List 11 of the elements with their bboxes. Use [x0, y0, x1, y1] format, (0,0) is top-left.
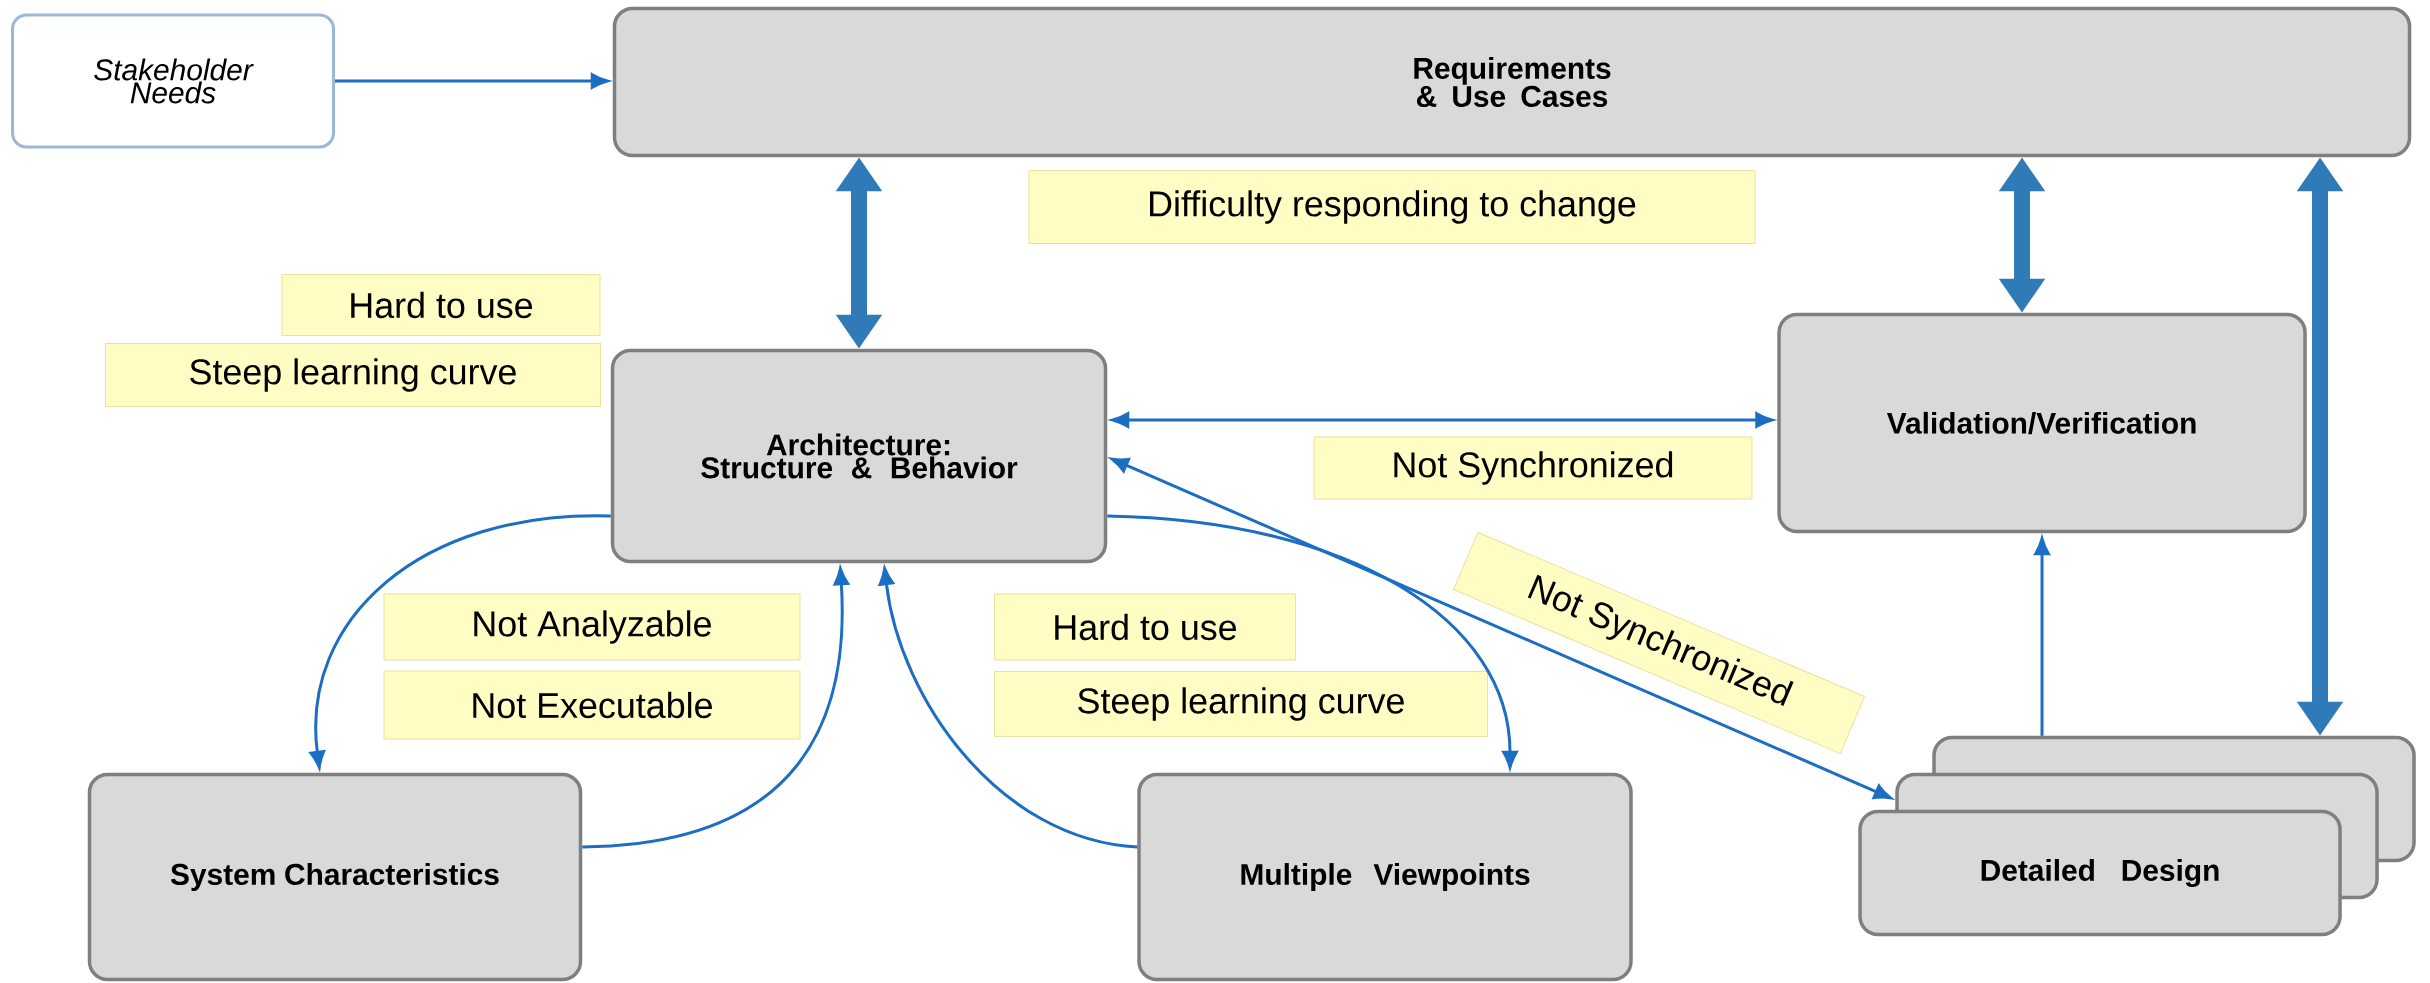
note-box: Difficulty responding to change [1028, 170, 1756, 244]
process-box: Multiple Viewpoints [1137, 772, 1633, 982]
process-box: System Characteristics [87, 772, 583, 982]
text-box: Stakeholder Needs [11, 13, 335, 149]
note-box: Steep learning curve [105, 343, 601, 407]
note-box: Hard to use [281, 274, 601, 336]
process-box: Architecture: Structure & Behavior [610, 348, 1108, 564]
node-label: Detailed Design [1981, 859, 2219, 887]
process-box: Requirements & Use Cases [612, 6, 2412, 158]
stacked-box-drawing: Detailed Design [1858, 735, 2416, 937]
process-box: Validation/Verification [1777, 312, 2307, 534]
